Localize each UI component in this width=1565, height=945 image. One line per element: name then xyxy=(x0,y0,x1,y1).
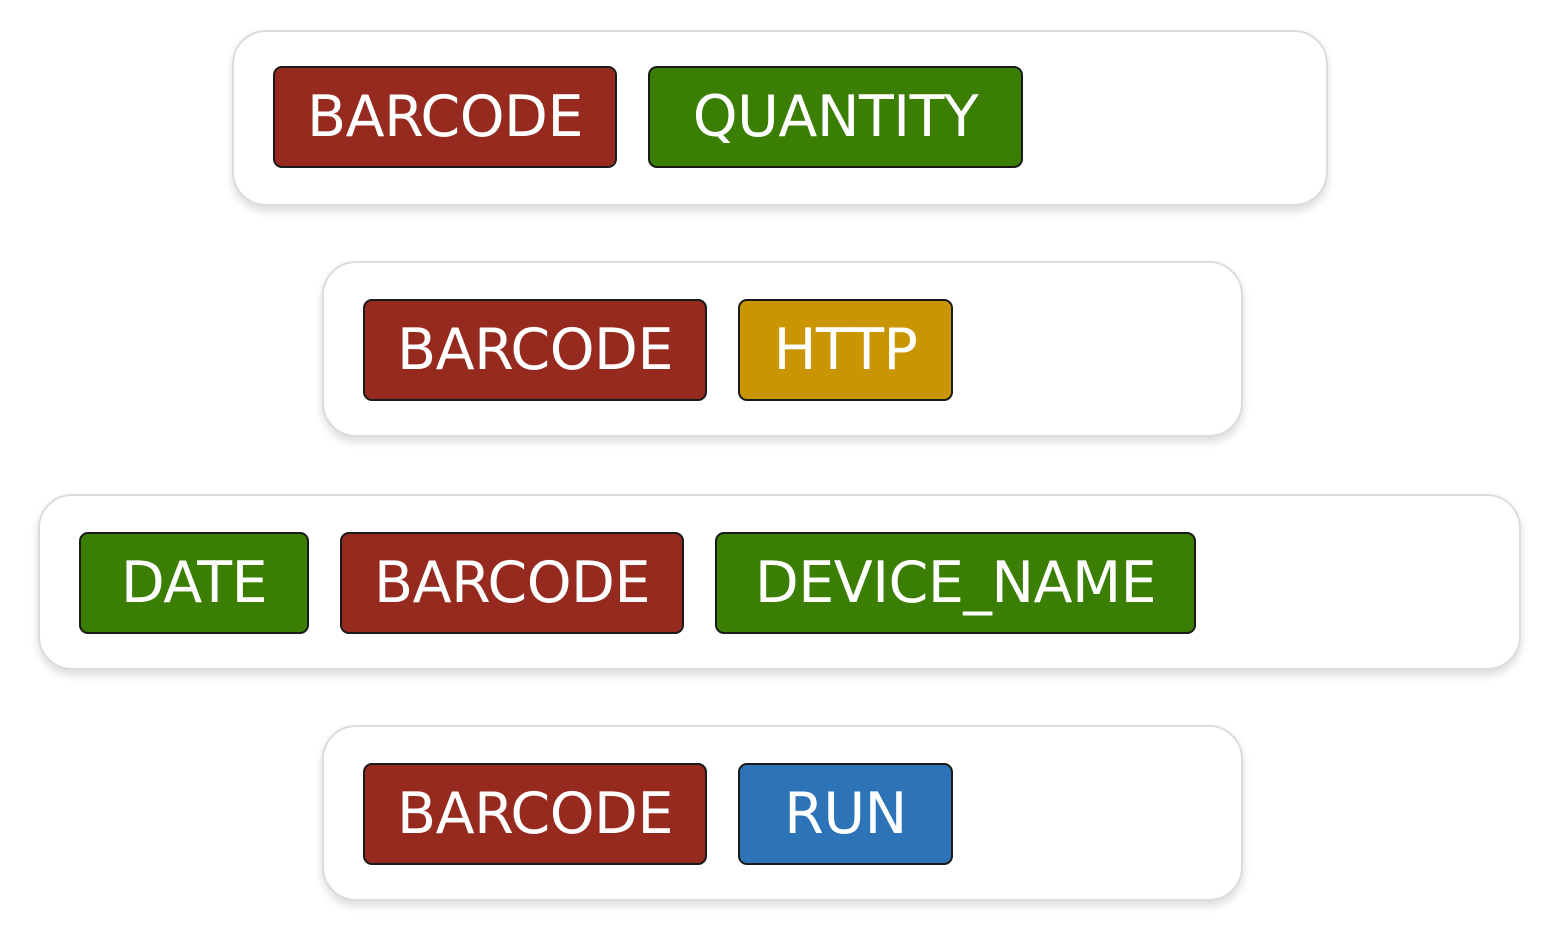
token-run[interactable]: RUN xyxy=(738,763,953,865)
token-barcode[interactable]: BARCODE xyxy=(340,532,684,634)
token-http[interactable]: HTTP xyxy=(738,299,953,401)
token-date[interactable]: DATE xyxy=(79,532,309,634)
token-device-name[interactable]: DEVICE_NAME xyxy=(715,532,1196,634)
token-barcode[interactable]: BARCODE xyxy=(363,763,707,865)
token-barcode[interactable]: BARCODE xyxy=(363,299,707,401)
token-quantity[interactable]: QUANTITY xyxy=(648,66,1023,168)
token-barcode[interactable]: BARCODE xyxy=(273,66,617,168)
